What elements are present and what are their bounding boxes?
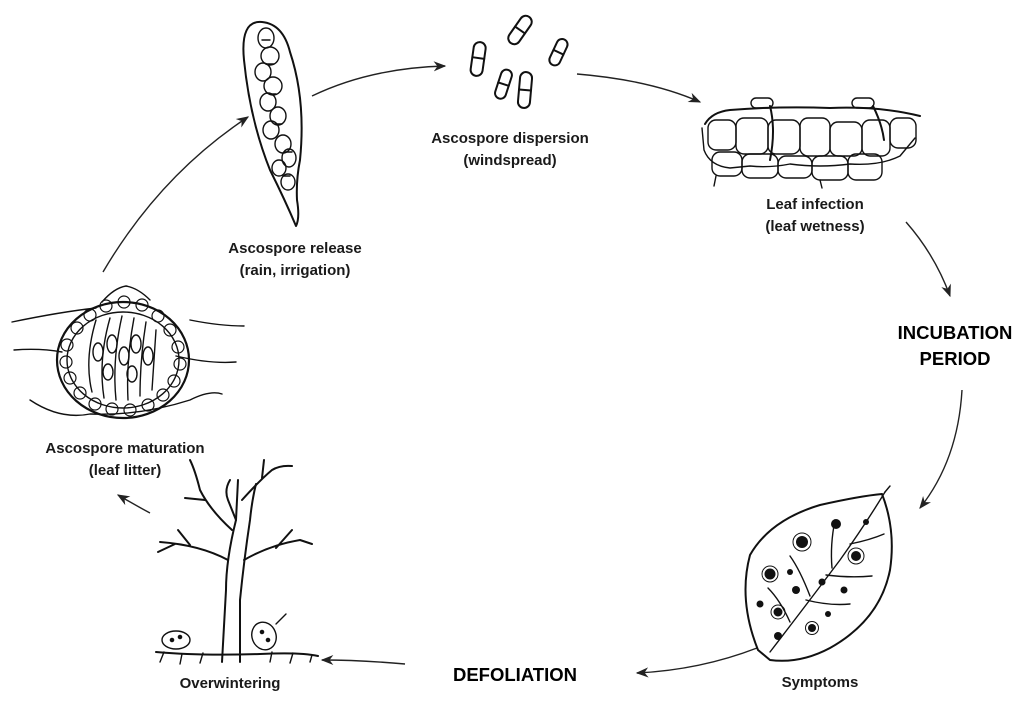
ascus-illustration [243, 22, 301, 226]
label-leaf-infection: Leaf infection (leaf wetness) [735, 194, 895, 238]
ascospores-illustration [470, 13, 570, 108]
label-incubation-period: INCUBATION PERIOD [880, 320, 1030, 372]
symptoms-title: Symptoms [760, 672, 880, 694]
arrow-dispersion-to-infection [577, 74, 700, 102]
ascospore-maturation-title: Ascospore maturation [10, 438, 240, 460]
arrow-overwintering-to-maturation [118, 495, 150, 513]
leaf-infection-note: (leaf wetness) [735, 216, 895, 238]
ascospore-release-note: (rain, irrigation) [205, 260, 385, 282]
bare-tree-illustration [156, 460, 318, 664]
arrow-symptoms-to-defoliation [637, 648, 757, 673]
label-symptoms: Symptoms [760, 672, 880, 694]
defoliation-title: DEFOLIATION [425, 662, 605, 688]
leaf-symptoms-illustration [746, 486, 892, 661]
label-ascospore-dispersion: Ascospore dispersion (windspread) [400, 128, 620, 172]
arrow-defoliation-to-overwintering [322, 660, 405, 664]
arrow-release-to-dispersion [312, 66, 445, 96]
pseudothecium-illustration [12, 286, 244, 418]
label-overwintering: Overwintering [150, 673, 310, 695]
incubation-line2: PERIOD [880, 346, 1030, 372]
arrow-infection-to-incubation [906, 222, 950, 296]
overwintering-title: Overwintering [150, 673, 310, 695]
ascospore-dispersion-title: Ascospore dispersion [400, 128, 620, 150]
leaf-infection-illustration [702, 98, 920, 188]
ascospore-release-title: Ascospore release [205, 238, 385, 260]
ascospore-maturation-note: (leaf litter) [10, 460, 240, 482]
label-ascospore-release: Ascospore release (rain, irrigation) [205, 238, 385, 282]
leaf-infection-title: Leaf infection [735, 194, 895, 216]
arrow-incubation-to-symptoms [920, 390, 962, 508]
label-ascospore-maturation: Ascospore maturation (leaf litter) [10, 438, 240, 482]
ascospore-dispersion-note: (windspread) [400, 150, 620, 172]
label-defoliation: DEFOLIATION [425, 662, 605, 688]
incubation-line1: INCUBATION [880, 320, 1030, 346]
